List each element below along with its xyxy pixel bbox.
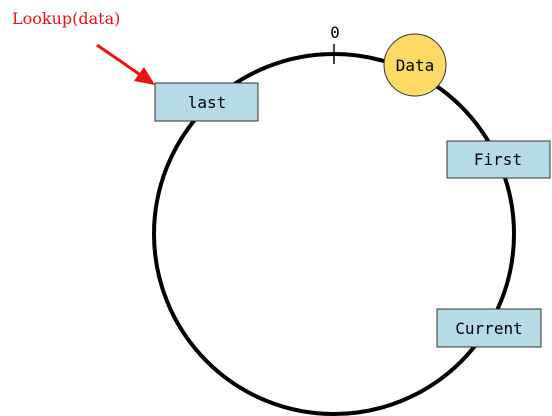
node-first <box>446 140 551 179</box>
lookup-arrow <box>96 43 155 85</box>
node-current <box>436 308 542 348</box>
data-node <box>383 33 447 97</box>
lookup-label: Lookup(data) <box>12 9 120 28</box>
node-last-label: last <box>188 93 227 112</box>
node-first-label: First <box>474 150 522 169</box>
data-node-label: Data <box>396 56 435 75</box>
node-current-label: Current <box>455 319 522 338</box>
zero-label: 0 <box>330 23 340 42</box>
node-last <box>154 82 259 122</box>
